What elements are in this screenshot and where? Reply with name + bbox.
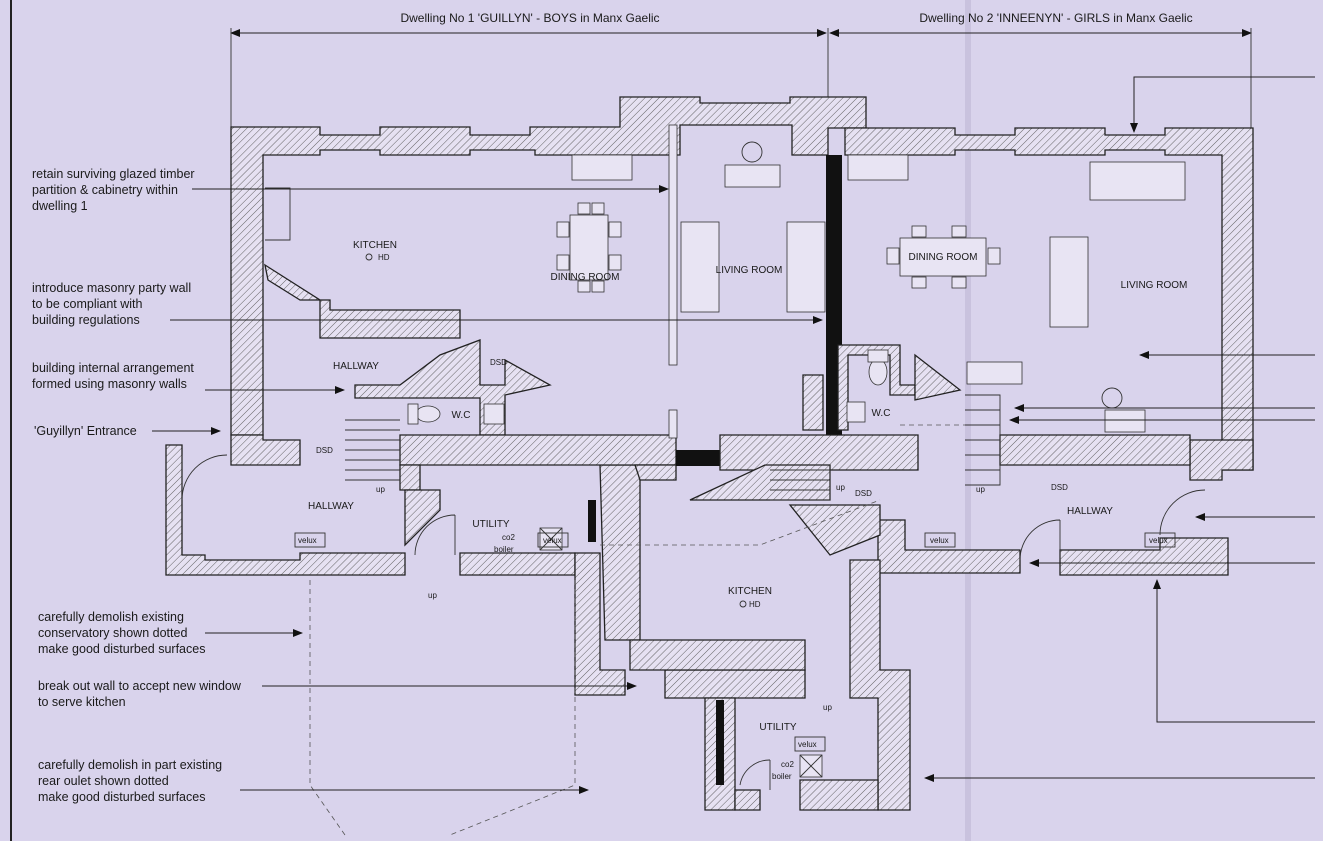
room-hallway-2: HALLWAY: [1067, 506, 1113, 517]
velux-label-3: velux: [930, 536, 949, 545]
room-hd-1: HD: [378, 253, 390, 262]
room-hallway-1b: HALLWAY: [308, 501, 354, 512]
furniture: [181, 141, 1206, 790]
fixture-labels: DSD DSD DSD DSD up up up up up velux vel…: [298, 358, 1168, 781]
note-internal-arrangement: building internal arrangement formed usi…: [32, 361, 197, 391]
velux-label-5: velux: [798, 740, 817, 749]
annotations: retain surviving glazed timber partition…: [32, 76, 1315, 804]
room-kitchen-2: KITCHEN: [728, 586, 772, 597]
note-conservatory: carefully demolish existing conservatory…: [38, 610, 205, 656]
dimension-lines: [230, 28, 1252, 128]
room-living-1: LIVING ROOM: [716, 265, 783, 276]
room-dining-2: DINING ROOM: [909, 252, 978, 263]
boiler-label-1: boiler: [494, 545, 514, 554]
co2-label-2: co2: [781, 760, 794, 769]
velux-label-4: velux: [1149, 536, 1168, 545]
note-entrance: 'Guyillyn' Entrance: [34, 424, 137, 438]
room-kitchen-1: KITCHEN: [353, 240, 397, 251]
dsd-label-2: DSD: [316, 446, 333, 455]
dwelling-1-title: Dwelling No 1 'GUILLYN' - BOYS in Manx G…: [400, 11, 659, 25]
dsd-label-4: DSD: [1051, 483, 1068, 492]
hd-symbol-icon: [365, 253, 373, 261]
external-walls: [165, 96, 1254, 811]
room-living-2: LIVING ROOM: [1121, 280, 1188, 291]
dwelling-2-title: Dwelling No 2 'INNEENYN' - GIRLS in Manx…: [919, 11, 1192, 25]
room-hallway-1: HALLWAY: [333, 361, 379, 372]
note-glazed-partition: retain surviving glazed timber partition…: [32, 167, 198, 213]
room-hd-2: HD: [749, 600, 761, 609]
up-label-2: up: [428, 591, 437, 600]
room-wc-2: W.C: [872, 408, 891, 419]
room-utility-2: UTILITY: [759, 722, 797, 733]
note-break-out-wall: break out wall to accept new window to s…: [38, 679, 244, 709]
boiler-label-2: boiler: [772, 772, 792, 781]
room-labels: KITCHEN HD DINING ROOM LIVING ROOM HALLW…: [308, 240, 1187, 733]
note-rear-outlet: carefully demolish in part existing rear…: [38, 758, 226, 804]
up-label-1: up: [376, 485, 385, 494]
room-utility-1: UTILITY: [472, 519, 510, 530]
up-label-5: up: [823, 703, 832, 712]
velux-label-2: velux: [543, 536, 562, 545]
co2-label-1: co2: [502, 533, 515, 542]
up-label-4: up: [976, 485, 985, 494]
up-label-3: up: [836, 483, 845, 492]
room-dining-1: DINING ROOM: [551, 272, 620, 283]
note-party-wall: introduce masonry party wall to be compl…: [32, 281, 195, 327]
velux-label-1: velux: [298, 536, 317, 545]
hd-symbol-icon-2: [739, 600, 747, 608]
dsd-label-3: DSD: [855, 489, 872, 498]
room-wc-1: W.C: [452, 410, 471, 421]
dsd-label-1: DSD: [490, 358, 507, 367]
